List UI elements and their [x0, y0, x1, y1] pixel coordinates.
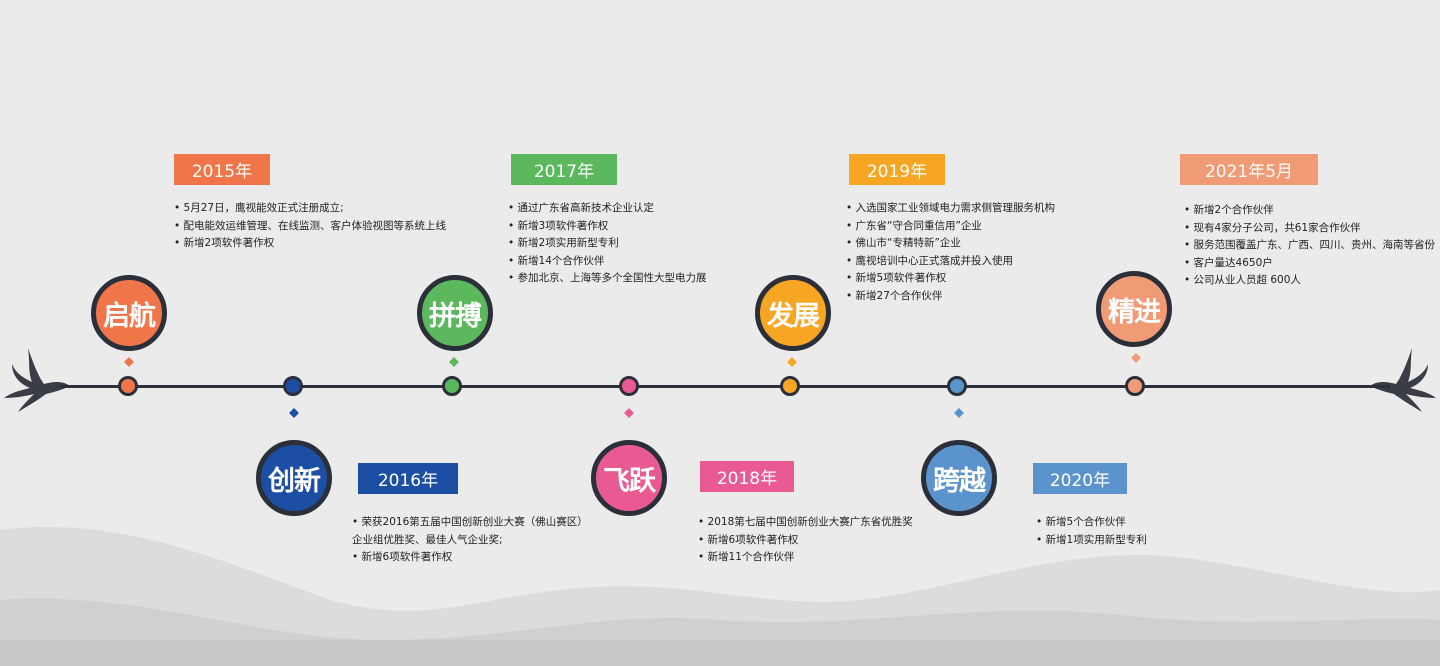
milestone-bubble-2019: 发展	[755, 275, 831, 351]
list-item: 5月27日，鹰视能效正式注册成立;	[174, 200, 446, 218]
list-item: 2018第七届中国创新创业大赛广东省优胜奖	[698, 514, 913, 532]
list-item: 现有4家分子公司，共61家合作伙伴	[1184, 220, 1435, 238]
list-item: 荣获2016第五届中国创新创业大赛（佛山赛区）	[352, 514, 588, 532]
list-item: 鹰视培训中心正式落成并投入使用	[846, 253, 1055, 271]
milestone-bubble-2015: 启航	[91, 275, 167, 351]
timeline-node-2019	[780, 376, 800, 396]
list-item: 新增11个合作伙伴	[698, 549, 913, 567]
list-item: 服务范围覆盖广东、广西、四川、贵州、海南等省份	[1184, 237, 1436, 255]
list-item: 通过广东省高新技术企业认定	[508, 200, 707, 218]
year-label-2019: 2019年	[849, 154, 945, 185]
milestone-list-2021: 新增2个合作伙伴 现有4家分子公司，共61家合作伙伴 服务范围覆盖广东、广西、四…	[1184, 202, 1436, 290]
list-item: 新增5项软件著作权	[846, 270, 1055, 288]
timeline-node-2017	[442, 376, 462, 396]
milestone-bubble-2018: 飞跃	[591, 440, 667, 516]
milestone-list-2017: 通过广东省高新技术企业认定 新增3项软件著作权 新增2项实用新型专利 新增14个…	[508, 200, 707, 288]
year-label-2018: 2018年	[700, 461, 794, 492]
list-item: 广东省“守合同重信用”企业	[846, 218, 1055, 236]
list-item: 客户量达4650户	[1184, 255, 1435, 273]
list-item: 入选国家工业领域电力需求侧管理服务机构	[846, 200, 1056, 218]
list-item: 配电能效运维管理、在线监测、客户体验视图等系统上线	[174, 218, 447, 236]
year-label-2015: 2015年	[174, 154, 270, 185]
list-item: 新增6项软件著作权	[352, 549, 588, 567]
milestone-bubble-2021: 精进	[1096, 271, 1172, 347]
milestone-list-2019: 入选国家工业领域电力需求侧管理服务机构 广东省“守合同重信用”企业 佛山市“专精…	[846, 200, 1056, 306]
list-item: 佛山市“专精特新”企业	[846, 235, 1055, 253]
timeline-node-2015	[118, 376, 138, 396]
list-item: 新增3项软件著作权	[508, 218, 707, 236]
timeline-node-2016	[283, 376, 303, 396]
milestone-list-2016: 荣获2016第五届中国创新创业大赛（佛山赛区） 企业组优胜奖、最佳人气企业奖; …	[352, 514, 588, 567]
eagle-left-icon	[4, 348, 70, 412]
list-item: 公司从业人员超 600人	[1184, 272, 1435, 290]
milestone-list-2015: 5月27日，鹰视能效正式注册成立; 配电能效运维管理、在线监测、客户体验视图等系…	[174, 200, 447, 253]
list-item: 新增6项软件著作权	[698, 532, 913, 550]
list-item: 新增2项实用新型专利	[508, 235, 707, 253]
list-item: 新增5个合作伙伴	[1036, 514, 1147, 532]
year-label-2016: 2016年	[358, 463, 458, 494]
milestone-bubble-2016: 创新	[256, 440, 332, 516]
milestone-bubble-2020: 跨越	[921, 440, 997, 516]
year-label-2017: 2017年	[511, 154, 617, 185]
list-item: 新增14个合作伙伴	[508, 253, 707, 271]
timeline-node-2020	[947, 376, 967, 396]
timeline-node-2021	[1125, 376, 1145, 396]
list-item: 新增27个合作伙伴	[846, 288, 1055, 306]
milestone-list-2018: 2018第七届中国创新创业大赛广东省优胜奖 新增6项软件著作权 新增11个合作伙…	[698, 514, 913, 567]
list-item: 企业组优胜奖、最佳人气企业奖;	[352, 533, 503, 546]
list-item: 新增2个合作伙伴	[1184, 202, 1435, 220]
year-label-2020: 2020年	[1033, 463, 1127, 494]
milestone-bubble-2017: 拼搏	[417, 275, 493, 351]
list-item: 新增1项实用新型专利	[1036, 532, 1147, 550]
year-label-2021: 2021年5月	[1180, 154, 1318, 185]
milestone-list-2020: 新增5个合作伙伴 新增1项实用新型专利	[1036, 514, 1147, 549]
eagle-right-icon	[1370, 348, 1436, 412]
timeline-axis	[60, 385, 1390, 388]
list-item: 新增2项软件著作权	[174, 235, 446, 253]
timeline-node-2018	[619, 376, 639, 396]
list-item: 参加北京、上海等多个全国性大型电力展	[508, 270, 707, 288]
